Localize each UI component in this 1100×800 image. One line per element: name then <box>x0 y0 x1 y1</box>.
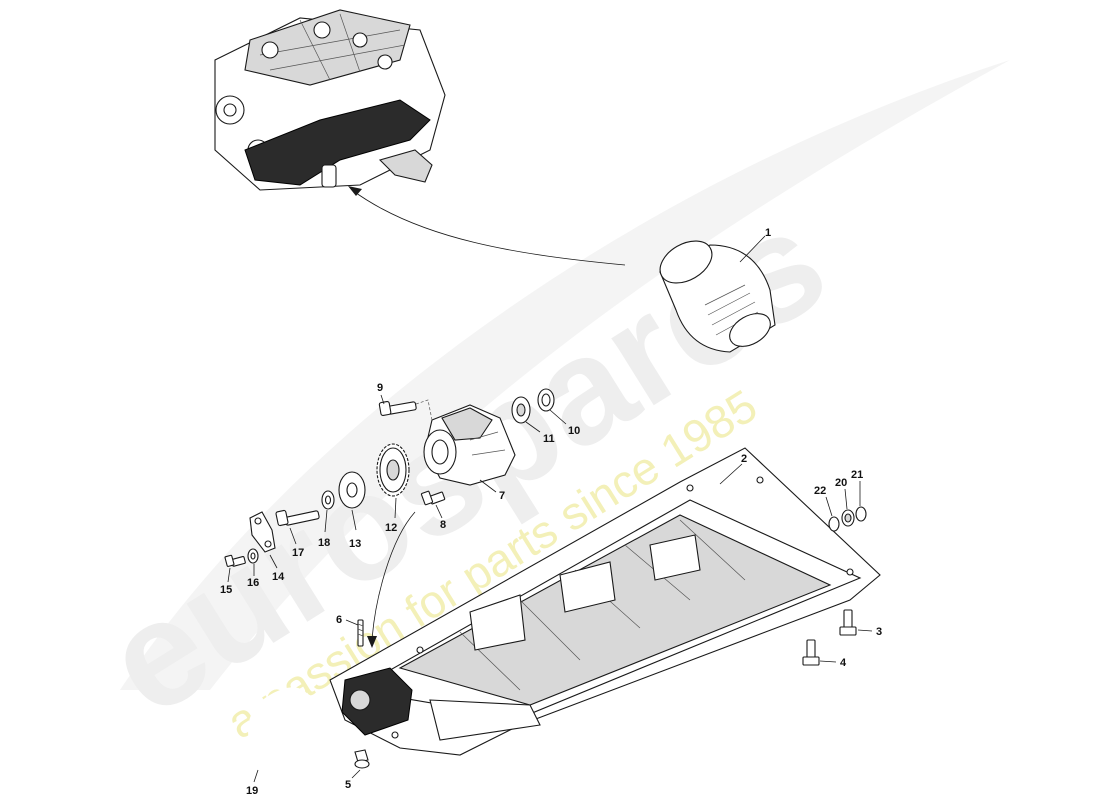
seal-21 <box>855 506 867 522</box>
callout-14: 14 <box>272 571 285 583</box>
callout-2: 2 <box>741 453 747 465</box>
callout-1: 1 <box>765 227 771 239</box>
callout-7: 7 <box>499 490 505 502</box>
callout-19: 19 <box>246 785 258 797</box>
callout-5: 5 <box>345 779 351 791</box>
location-arrow <box>351 189 626 266</box>
bolt-4 <box>802 639 820 666</box>
scavenge-pump <box>341 667 413 736</box>
callout-12: 12 <box>385 522 397 534</box>
gasket-19 <box>248 687 312 775</box>
callout-20: 20 <box>835 477 847 489</box>
flange <box>338 471 366 509</box>
callout-8: 8 <box>440 519 446 531</box>
seal-22 <box>828 516 840 532</box>
drain-plug <box>354 749 370 769</box>
stud <box>357 619 364 647</box>
callout-4: 4 <box>840 657 847 669</box>
arrowhead <box>348 186 362 196</box>
bolt-3 <box>839 609 857 636</box>
callout-13: 13 <box>349 538 361 550</box>
callout-16: 16 <box>247 577 259 589</box>
seal-20 <box>841 509 855 527</box>
washer-16 <box>247 548 259 564</box>
callout-11: 11 <box>543 433 555 445</box>
callout-6: 6 <box>336 614 342 626</box>
callout-17: 17 <box>292 547 304 559</box>
watermark-swoosh <box>120 60 1010 690</box>
oil-sump <box>329 447 881 756</box>
bolt-15 <box>224 554 246 567</box>
callout-15: 15 <box>220 584 232 596</box>
bolt-9 <box>378 400 417 416</box>
callout-labels: 1 2 3 4 5 6 7 8 9 10 11 12 13 14 15 16 1… <box>220 227 882 797</box>
engine-overview-illustration <box>214 9 446 191</box>
oil-filter <box>659 240 776 353</box>
oil-pump <box>423 404 516 486</box>
drive-gear <box>376 443 410 497</box>
bolt-8 <box>420 490 446 506</box>
bracket <box>249 511 276 553</box>
bolt-17 <box>275 509 320 527</box>
washer-18 <box>321 490 335 510</box>
callout-9: 9 <box>377 382 383 394</box>
callout-10: 10 <box>568 425 580 437</box>
seal-10 <box>537 388 555 412</box>
callout-3: 3 <box>876 626 882 638</box>
callout-22: 22 <box>814 485 826 497</box>
callout-21: 21 <box>851 469 863 481</box>
callout-18: 18 <box>318 537 330 549</box>
seal-11 <box>511 396 531 424</box>
